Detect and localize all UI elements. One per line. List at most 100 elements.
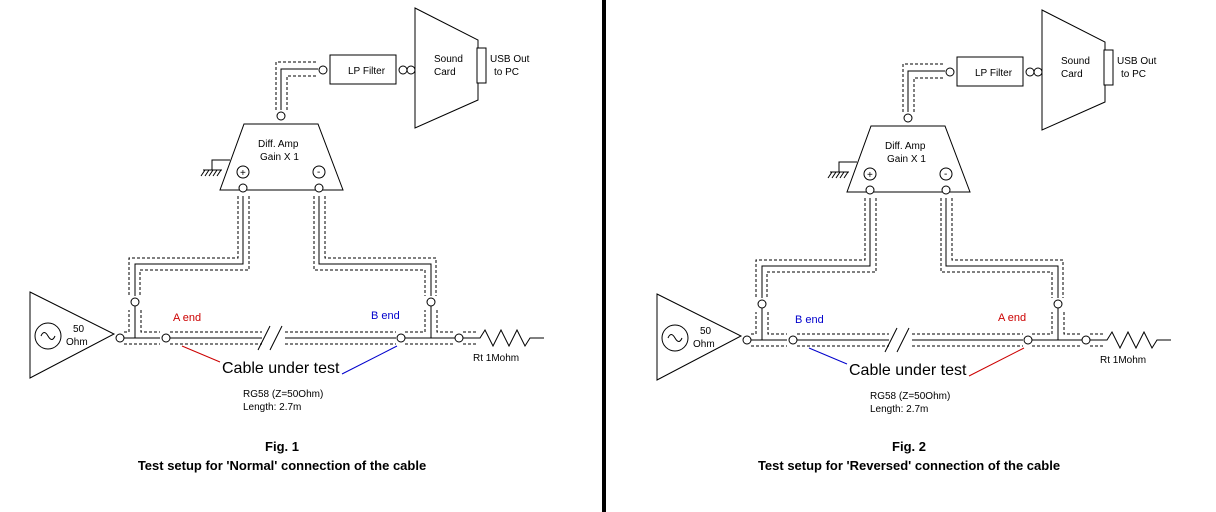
tee-left <box>124 304 160 339</box>
tee-left-shield <box>751 312 787 347</box>
connector <box>941 185 951 195</box>
plus-label: + <box>867 170 873 181</box>
usb-label-2: to PC <box>1121 69 1146 80</box>
cable-break <box>884 327 910 353</box>
sound-card-label-1: Sound <box>434 54 463 65</box>
coax-shield <box>951 198 1064 298</box>
coax-shield <box>313 196 426 296</box>
usb-port <box>476 47 487 84</box>
lp-filter <box>956 56 1024 87</box>
amp-label-2: Gain X 1 <box>260 152 299 163</box>
figure-title: Fig. 1 <box>265 439 299 454</box>
cable-shield <box>170 331 396 345</box>
coax-shield <box>128 196 239 296</box>
sound-card-label-1: Sound <box>1061 56 1090 67</box>
connector <box>454 333 464 343</box>
connector <box>276 111 286 121</box>
usb-label-1: USB Out <box>490 54 530 65</box>
connector <box>130 297 140 307</box>
tee-left-shield <box>124 310 160 345</box>
amp-label-2: Gain X 1 <box>887 154 926 165</box>
connector <box>1023 335 1033 345</box>
tee-right <box>405 304 455 339</box>
usb-label-1: USB Out <box>1117 56 1157 67</box>
source-label-1: 50 <box>700 326 712 337</box>
connector <box>865 185 875 195</box>
sine-icon <box>40 332 56 340</box>
ground-symbol <box>200 159 230 177</box>
cable-spec-1: RG58 (Z=50Ohm) <box>243 389 323 400</box>
sound-card-label-2: Card <box>1061 69 1083 80</box>
sine-icon <box>667 334 683 342</box>
coax-core <box>761 198 871 298</box>
connector <box>426 297 436 307</box>
load-shield <box>1090 333 1105 347</box>
coax-shield <box>766 198 877 298</box>
connector <box>1053 299 1063 309</box>
connector <box>161 333 171 343</box>
connector <box>1081 335 1091 345</box>
coax-shield <box>286 75 318 110</box>
divider <box>602 0 606 512</box>
load-label: Rt 1Mohm <box>473 353 519 364</box>
load-resistor <box>1090 330 1171 350</box>
diff-amp <box>846 125 971 193</box>
source-label-2: Ohm <box>66 337 88 348</box>
cable-shield <box>797 333 1023 347</box>
sound-card <box>1041 9 1106 131</box>
ground-symbol <box>827 161 857 179</box>
coax-shield <box>139 196 250 296</box>
plus-label: + <box>240 168 246 179</box>
plus-input <box>236 165 250 179</box>
lp-filter-label: LP Filter <box>348 66 386 77</box>
coax-core <box>907 70 945 112</box>
coax-shield <box>913 77 945 112</box>
tee-right-shield <box>1032 312 1082 347</box>
right-pointer <box>341 345 398 375</box>
connector <box>788 335 798 345</box>
connector <box>757 299 767 309</box>
right-end-label: B end <box>371 310 400 322</box>
signal-source <box>29 291 116 379</box>
connector <box>314 183 324 193</box>
cable-break <box>257 325 283 351</box>
cable-spec-2: Length: 2.7m <box>243 402 301 413</box>
figure-title: Fig. 2 <box>892 439 926 454</box>
connector <box>945 67 955 77</box>
lp-filter <box>329 54 397 85</box>
usb-label-2: to PC <box>494 67 519 78</box>
connector <box>406 65 416 75</box>
figure-2: Sound Card USB Out to PC LP Filter Diff.… <box>656 9 1171 473</box>
right-pointer <box>968 347 1025 377</box>
amp-label-1: Diff. Amp <box>885 141 926 152</box>
sound-card-label-2: Card <box>434 67 456 78</box>
figure-caption: Test setup for 'Normal' connection of th… <box>138 458 426 473</box>
connector <box>742 335 752 345</box>
tee-left <box>751 306 787 341</box>
connector <box>1033 67 1043 77</box>
coax-core <box>318 196 432 296</box>
figure-1: Sound Card USB Out to PC LP Filter Diff.… <box>29 7 544 473</box>
cable-spec-2: Length: 2.7m <box>870 404 928 415</box>
connector <box>1025 67 1035 77</box>
amp-label-1: Diff. Amp <box>258 139 299 150</box>
signal-source <box>656 293 743 381</box>
left-end-label: A end <box>173 312 201 324</box>
lp-filter-label: LP Filter <box>975 68 1013 79</box>
connector <box>396 333 406 343</box>
source-label-1: 50 <box>73 324 85 335</box>
sound-card <box>414 7 479 129</box>
left-end-label: B end <box>795 314 824 326</box>
minus-input <box>312 165 326 179</box>
cable-spec-1: RG58 (Z=50Ohm) <box>870 391 950 402</box>
coax-shield <box>324 196 437 296</box>
usb-port <box>1103 49 1114 86</box>
coax-shield <box>755 198 866 298</box>
tee-right-shield <box>405 310 455 345</box>
cable-label: Cable under test <box>849 362 967 379</box>
connector <box>115 333 125 343</box>
plus-input <box>863 167 877 181</box>
left-pointer <box>808 347 848 365</box>
minus-input <box>939 167 953 181</box>
